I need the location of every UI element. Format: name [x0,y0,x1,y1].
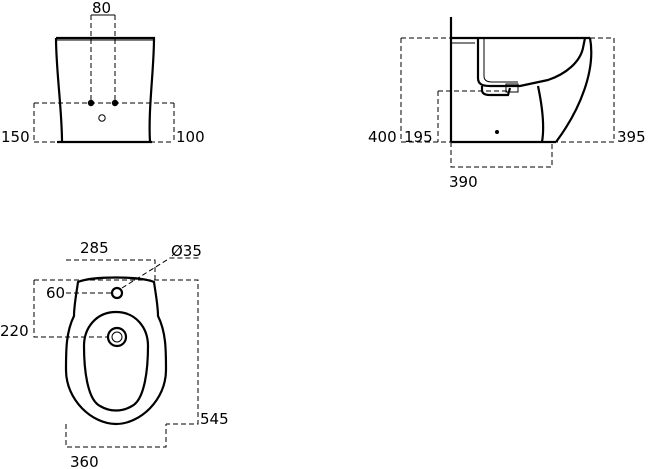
dim-395-outline [556,37,615,143]
side-bowl [476,37,587,88]
dim-150-label: 150 [1,128,30,146]
front-connection-outline [33,102,175,143]
dim-195-outline [437,90,508,142]
side-pedestal-inner [536,85,545,143]
top-drain-inner [111,331,123,343]
dim-400-outline [400,37,451,143]
top-tap-hole [110,286,124,300]
top-bowl-outline [82,310,150,412]
dim-35-label: Ø35 [171,242,202,260]
side-bowl-inner [483,38,518,83]
side-trap [480,86,512,97]
drain-point [98,114,106,122]
front-view-outline [54,36,156,144]
dim-220-outline [33,280,108,338]
dim-80-label: 80 [92,0,111,17]
dim-545-outline [34,279,199,425]
dim-360-label: 360 [70,453,99,469]
front-view: 80 150 100 [1,0,205,146]
side-fixing-point [495,130,499,134]
dim-220-label: 220 [0,322,29,340]
dim-390-outline [450,142,553,168]
dim-390-label: 390 [449,173,478,191]
side-outlet [505,83,519,93]
supply-point-left [87,99,95,107]
top-drain-outer [106,326,128,348]
dim-360-outline [65,424,167,448]
dim-545-label: 545 [200,410,229,428]
dim-285-label: 285 [80,239,109,257]
supply-point-right [111,99,119,107]
side-pedestal-front [555,37,593,143]
dim-195-label: 195 [404,128,433,146]
dim-400-label: 400 [368,128,397,146]
dim-60-label: 60 [46,284,65,302]
top-outer-outline [64,276,168,426]
dim-100-label: 100 [176,128,205,146]
top-view: 285 Ø35 60 220 545 360 [0,239,229,469]
dim-285-outline [66,259,156,280]
dim-395-label: 395 [617,128,646,146]
dim-35-leader [121,257,200,289]
side-view: 400 195 395 390 [368,17,646,191]
